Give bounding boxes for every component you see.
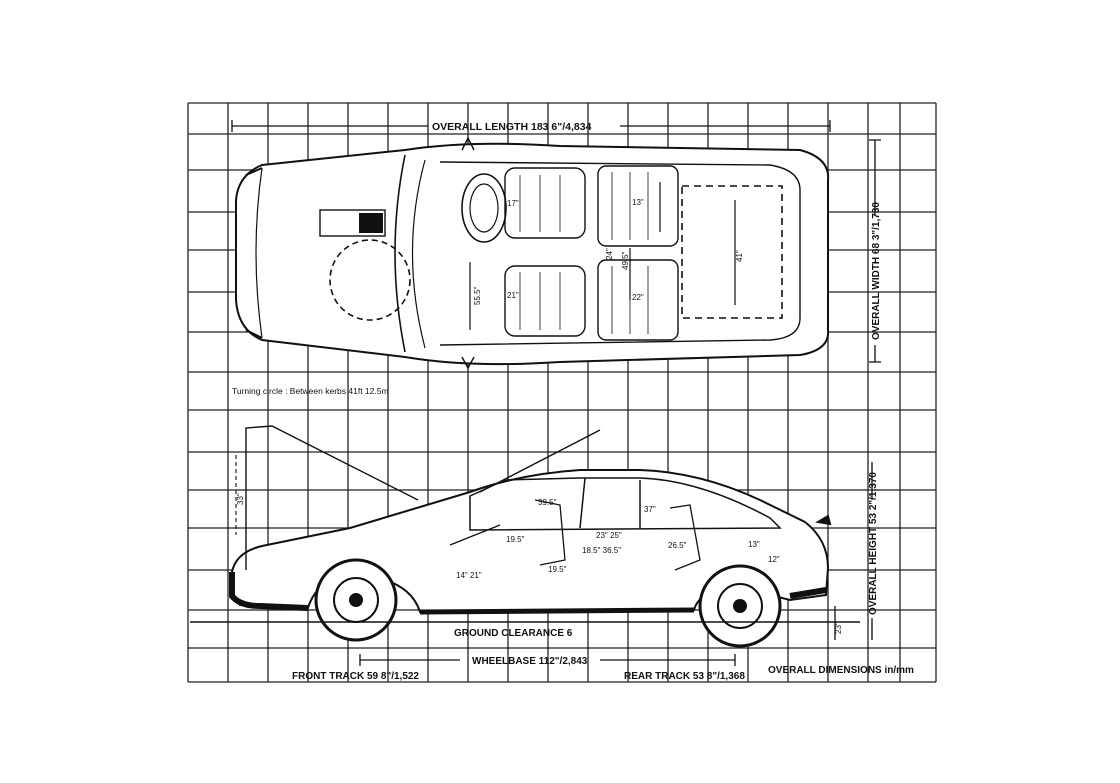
front-wheel	[314, 558, 398, 642]
top-view-car	[235, 136, 830, 370]
measure-label: 55.5"	[473, 286, 482, 305]
turning-circle-label: Turning circle : Between kerbs 41ft 12.5…	[232, 386, 389, 396]
overall-dimensions-label: OVERALL DIMENSIONS in/mm	[768, 665, 914, 676]
interior-measurements: 17" 21" 55.5" 13" 24" 49.5" 22" 41" 33" …	[236, 198, 843, 634]
measure-label: 21"	[507, 291, 519, 300]
rear-wheel	[698, 564, 782, 648]
overall-height-label: OVERALL HEIGHT 53 2"/1,370	[868, 472, 879, 615]
side-view-car	[229, 425, 832, 648]
wheelbase-label: WHEELBASE 112"/2,843	[472, 656, 588, 667]
measure-label: 49.5"	[621, 251, 630, 270]
ground-clearance-label: GROUND CLEARANCE 6	[454, 628, 573, 639]
dimension-lines	[190, 120, 881, 666]
measure-label: 26.5"	[668, 541, 687, 550]
front-track-label: FRONT TRACK 59 8"/1,522	[292, 671, 419, 682]
measure-label: 13"	[632, 198, 644, 207]
measure-label: 12"	[768, 555, 780, 564]
measure-label: 18.5" 36.5"	[582, 546, 621, 555]
measure-label: 19.5"	[506, 535, 525, 544]
overall-width-label: OVERALL WIDTH 68 3"/1,730	[871, 202, 882, 340]
measure-label: 24"	[605, 248, 614, 260]
measure-label: 23" 25"	[596, 531, 622, 540]
overall-length-label: OVERALL LENGTH 183 6"/4,834	[432, 121, 592, 133]
measure-label: 37"	[644, 505, 656, 514]
rear-track-label: REAR TRACK 53 8"/1,368	[624, 671, 745, 682]
measure-label: 22"	[632, 293, 644, 302]
measure-label: 33"	[236, 493, 245, 505]
measure-label: 19.5"	[548, 565, 567, 574]
measure-label: 23"	[834, 622, 843, 634]
measure-label: 17"	[507, 199, 519, 208]
measure-label: 14" 21"	[456, 571, 482, 580]
measure-label: 41"	[735, 250, 744, 262]
measure-label: 13"	[748, 540, 760, 549]
measure-label: 39.5"	[538, 498, 557, 507]
